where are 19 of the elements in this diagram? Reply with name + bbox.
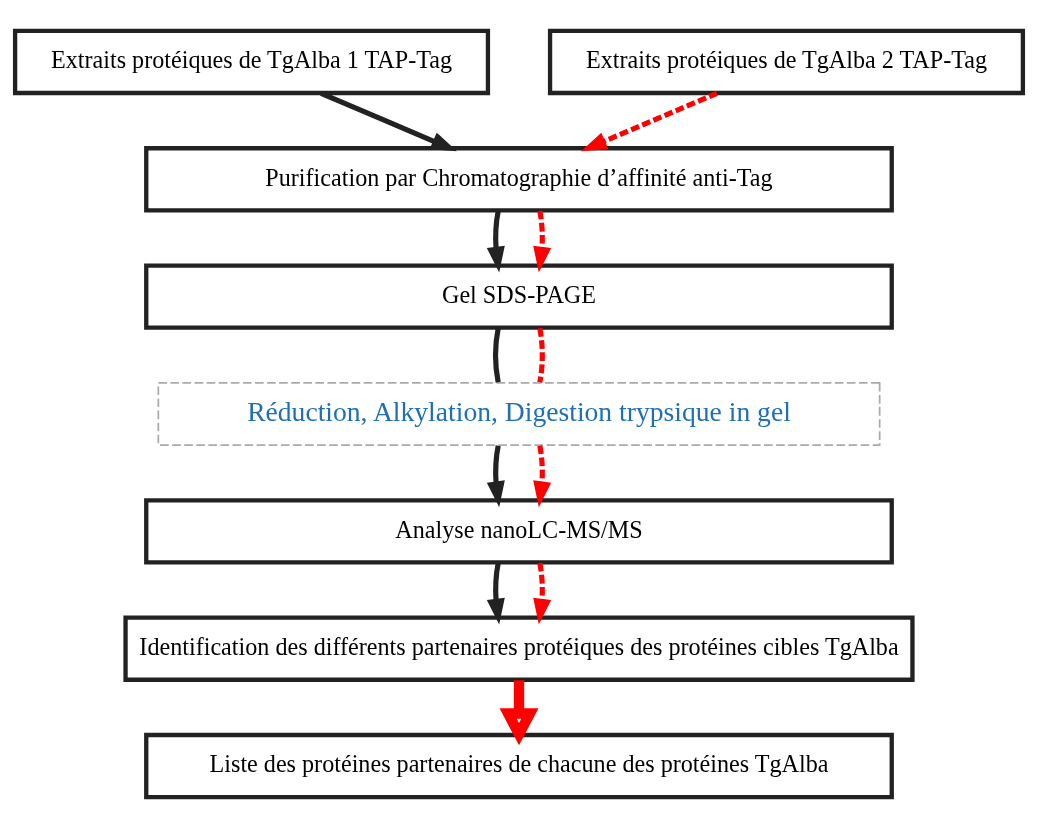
connector [537, 327, 545, 383]
arrow [533, 210, 552, 273]
node-box: Réduction, Alkylation, Digestion trypsique in gel [157, 382, 881, 446]
node-box: Extraits protéiques de TgAlba 1 TAP-Tag [12, 28, 491, 96]
node-box: Identification des différents partenaires protéiques des protéines cibles TgAlba [123, 615, 915, 682]
arrow [486, 210, 505, 273]
node-box: Analyse nanoLC-MS/MS [144, 498, 894, 565]
arrow [499, 680, 539, 746]
connector [493, 327, 501, 383]
node-box: Purification par Chromatographie d’affinité anti-Tag [144, 146, 894, 213]
node-box: Liste des protéines partenaires de chacune des protéines TgAlba [144, 732, 894, 800]
node-box: Extraits protéiques de TgAlba 2 TAP-Tag [547, 28, 1026, 96]
arrow [581, 90, 718, 152]
arrow [486, 445, 505, 508]
arrow [320, 90, 457, 152]
arrow [533, 562, 552, 625]
node-box: Gel SDS-PAGE [144, 263, 894, 330]
arrow [486, 562, 505, 625]
arrow [533, 445, 552, 508]
